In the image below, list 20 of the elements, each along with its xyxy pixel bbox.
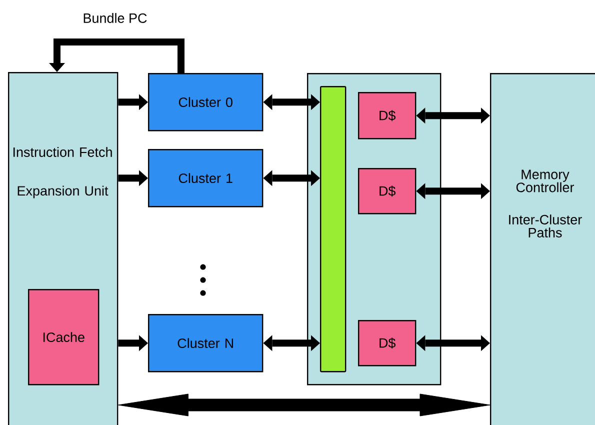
arrow: [118, 94, 148, 110]
arrow: [263, 335, 320, 352]
arrow: [263, 170, 320, 186]
arrow: [118, 170, 148, 186]
cluster-box: Cluster 0: [148, 73, 264, 132]
arrow: [416, 335, 490, 352]
arrow: [118, 394, 490, 416]
arrow: [118, 335, 148, 352]
cache-box: D$: [358, 320, 416, 366]
cache-box: D$: [358, 92, 416, 140]
arrow: [263, 94, 320, 110]
arrow: [416, 183, 490, 200]
cluster-box: Cluster 1: [148, 149, 264, 208]
cache-box: ICache: [28, 288, 100, 386]
cluster-box: Cluster N: [148, 314, 264, 372]
edge-label: Bundle PC: [84, 13, 147, 23]
controller-panel: Memory Controller Inter-Cluster Paths: [490, 73, 595, 425]
crossbar: [320, 86, 346, 372]
arrow: [416, 108, 490, 124]
cache-box: D$: [358, 168, 416, 214]
